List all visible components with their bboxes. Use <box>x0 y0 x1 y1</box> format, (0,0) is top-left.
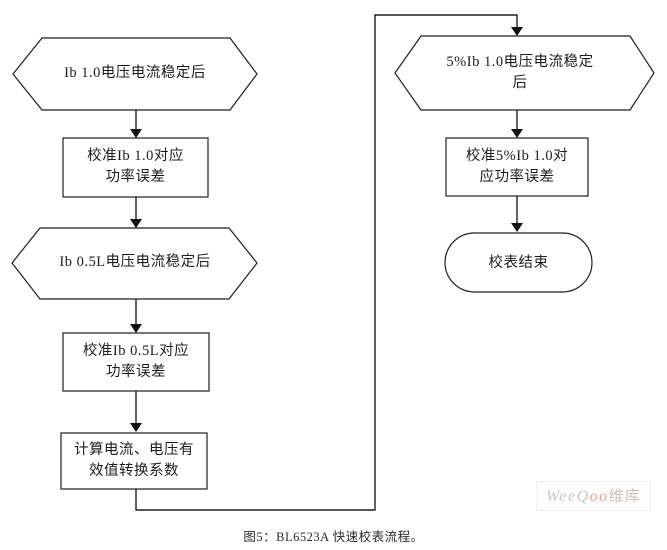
arrowhead-icon <box>130 423 142 432</box>
arrowhead-icon <box>130 324 142 333</box>
watermark-latin: WeeQ <box>546 488 590 505</box>
process-cal-5pct <box>445 137 589 197</box>
process-cal-5pct-label: 校准5%Ib 1.0对 应功率误差 <box>465 148 569 185</box>
arrowhead-icon <box>511 223 523 232</box>
process-cal-ib10-label: 校准Ib 1.0对应 功率误差 <box>87 148 184 185</box>
flow-line-loop <box>135 14 518 511</box>
watermark-accent: oo <box>589 488 609 505</box>
hexagon-5pct-ib10 <box>394 35 655 111</box>
hexagon-ib05l-label: Ib 0.5L电压电流稳定后 <box>59 254 211 270</box>
hexagon-ib10-label: Ib 1.0电压电流稳定后 <box>64 65 206 81</box>
process-cal-ib05l-label: 校准Ib 0.5L对应 功率误差 <box>82 343 190 380</box>
hexagon-ib05l <box>11 227 258 300</box>
arrowhead-icon <box>130 129 142 138</box>
terminator-end-label: 校表结束 <box>488 255 549 271</box>
hexagon-ib10 <box>12 37 258 111</box>
process-cal-ib10 <box>62 137 209 198</box>
process-rms <box>60 432 208 490</box>
hexagon-5pct-ib10-label: 5%Ib 1.0电压电流稳定 后 <box>446 54 594 91</box>
watermark: WeeQoo维库 <box>536 481 651 511</box>
terminator-end-shape <box>444 232 593 293</box>
watermark-cjk: 维库 <box>608 489 641 505</box>
arrowhead-icon <box>511 129 523 138</box>
arrowhead-icon <box>130 219 142 228</box>
figure-caption: 图5：BL6523A 快速校表流程。 <box>243 530 424 544</box>
arrowhead-icon <box>511 27 523 36</box>
process-rms-label: 计算电流、电压有 效值转换系数 <box>74 442 194 479</box>
